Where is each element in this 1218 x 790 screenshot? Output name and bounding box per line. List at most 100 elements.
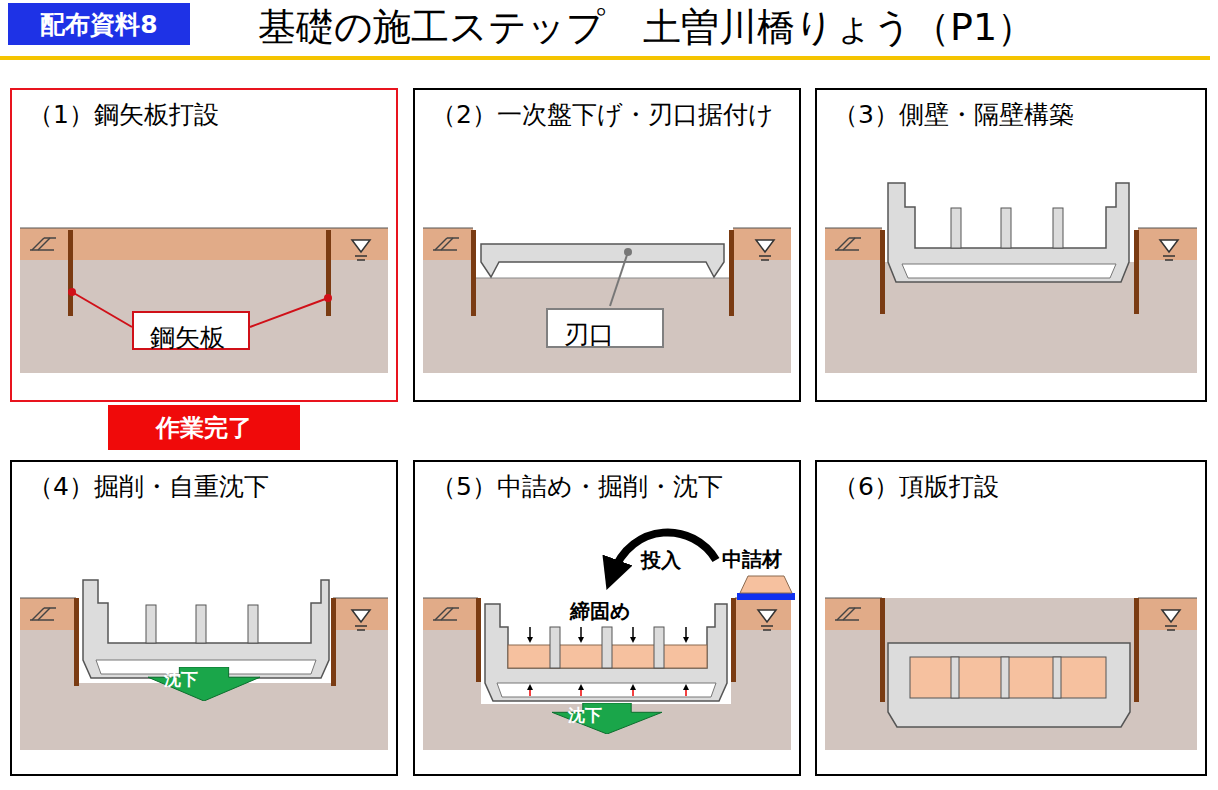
handout-badge: 配布資料8	[8, 3, 190, 45]
step-panel: （4）掘削・自重沈下沈下	[10, 460, 398, 776]
drawing-stroke	[580, 627, 582, 640]
box-label: 配布資料8	[40, 8, 157, 41]
drawing-stroke	[1138, 228, 1197, 229]
step-heading: （1）鋼矢板打設	[28, 98, 219, 131]
drawing-stroke	[888, 183, 1129, 282]
drawing-stroke	[756, 240, 774, 260]
box-label: 沈下	[164, 668, 198, 691]
drawing-stroke	[250, 298, 328, 327]
drawing-stroke	[632, 687, 634, 696]
drawing-stroke	[825, 228, 882, 229]
drawing-stroke	[1138, 228, 1197, 260]
title-rule	[0, 56, 1210, 60]
drawing-stroke	[352, 610, 370, 630]
drawing-stroke	[1134, 230, 1139, 314]
drawing-stroke	[529, 687, 531, 696]
drawing-stroke	[951, 657, 959, 698]
drawing-stroke	[731, 598, 736, 682]
drawing-stroke	[737, 593, 795, 600]
drawing-stroke	[654, 627, 664, 668]
box-label: 鋼矢板	[150, 321, 225, 354]
drawing-stroke	[196, 605, 206, 643]
drawing-stroke	[476, 226, 732, 278]
drawing-stroke	[550, 627, 560, 668]
drawing-stroke	[20, 598, 76, 599]
step-heading: （2）一次盤下げ・刃口据付け	[431, 98, 774, 131]
drawing-stroke	[612, 532, 716, 575]
annotation-label: 投入	[641, 547, 681, 574]
callout-box: 刃口	[546, 308, 664, 348]
page-title: 基礎の施工ステップ 土曽川橋りょう（P1）	[258, 2, 1035, 53]
drawing-stroke	[1134, 598, 1139, 702]
drawing-stroke	[1138, 598, 1197, 599]
drawing-stroke	[885, 598, 1135, 630]
drawing-stroke	[632, 627, 634, 640]
callout-box: 鋼矢板	[132, 311, 250, 350]
drawing-stroke	[476, 278, 732, 279]
ground-3	[825, 183, 1197, 373]
drawing-stroke	[1053, 208, 1063, 248]
drawing-stroke	[825, 598, 882, 630]
step-panel: （6）頂版打設	[815, 460, 1207, 776]
drawing-stroke	[685, 627, 687, 640]
drawing-stroke	[888, 643, 1130, 727]
sink-arrow: 沈下	[552, 703, 662, 734]
drawing-stroke	[352, 240, 370, 260]
drawing-stroke	[1053, 657, 1061, 698]
drawing-stroke	[331, 598, 336, 686]
drawing-stroke	[423, 598, 478, 630]
drawing-stroke	[729, 230, 734, 316]
drawing-stroke	[1162, 610, 1180, 630]
drawing-stroke	[758, 610, 776, 630]
drawing-stroke	[20, 228, 388, 260]
drawing-stroke	[20, 260, 388, 373]
arrow-outline	[148, 667, 260, 701]
drawing-stroke	[529, 627, 531, 640]
drawing-stroke	[624, 248, 632, 256]
step-heading: （5）中詰め・掘削・沈下	[431, 470, 723, 503]
drawing-stroke	[83, 580, 329, 678]
drawing-stroke	[74, 598, 79, 686]
drawing-stroke	[880, 230, 885, 314]
drawing-stroke	[835, 238, 861, 250]
drawing-stroke	[30, 238, 56, 250]
drawing-stroke	[735, 598, 791, 630]
step-panel: （3）側壁・隔壁構築	[815, 88, 1207, 402]
step-heading: （6）頂版打設	[833, 470, 999, 503]
drawing-stroke	[602, 627, 612, 668]
drawing-stroke	[497, 683, 716, 697]
drawing-stroke	[733, 228, 791, 260]
drawing-stroke	[902, 264, 1116, 278]
drawing-stroke	[30, 608, 56, 620]
step-heading: （4）掘削・自重沈下	[28, 470, 269, 503]
drawing-stroke	[72, 292, 132, 327]
annotation-label: 締固め	[570, 598, 630, 625]
drawing-stroke	[433, 238, 459, 250]
ground-6	[825, 598, 1197, 750]
step-heading: （3）側壁・隔壁構築	[833, 98, 1074, 131]
drawing-stroke	[423, 598, 478, 599]
ground-2	[423, 226, 791, 373]
drawing-stroke	[146, 605, 156, 643]
drawing-stroke	[740, 576, 792, 593]
drawing-stroke	[20, 228, 388, 229]
drawing-stroke	[68, 230, 73, 316]
drawing-stroke	[433, 608, 459, 620]
drawing-stroke	[324, 294, 332, 302]
status-badge: 作業完了	[108, 405, 300, 450]
force-arrows	[530, 627, 686, 696]
ground-5	[423, 532, 795, 750]
drawing-stroke	[423, 228, 473, 229]
drawing-stroke	[1001, 657, 1009, 698]
drawing-stroke	[825, 598, 882, 599]
drawing-stroke	[880, 598, 885, 702]
drawing-stroke	[685, 687, 687, 696]
drawing-stroke	[733, 228, 791, 229]
drawing-stroke	[1160, 240, 1178, 260]
drawing-stroke	[333, 598, 388, 599]
drawing-stroke	[476, 598, 481, 682]
drawing-stroke	[481, 244, 724, 277]
drawing-stroke	[825, 228, 882, 260]
drawing-stroke	[580, 687, 582, 696]
